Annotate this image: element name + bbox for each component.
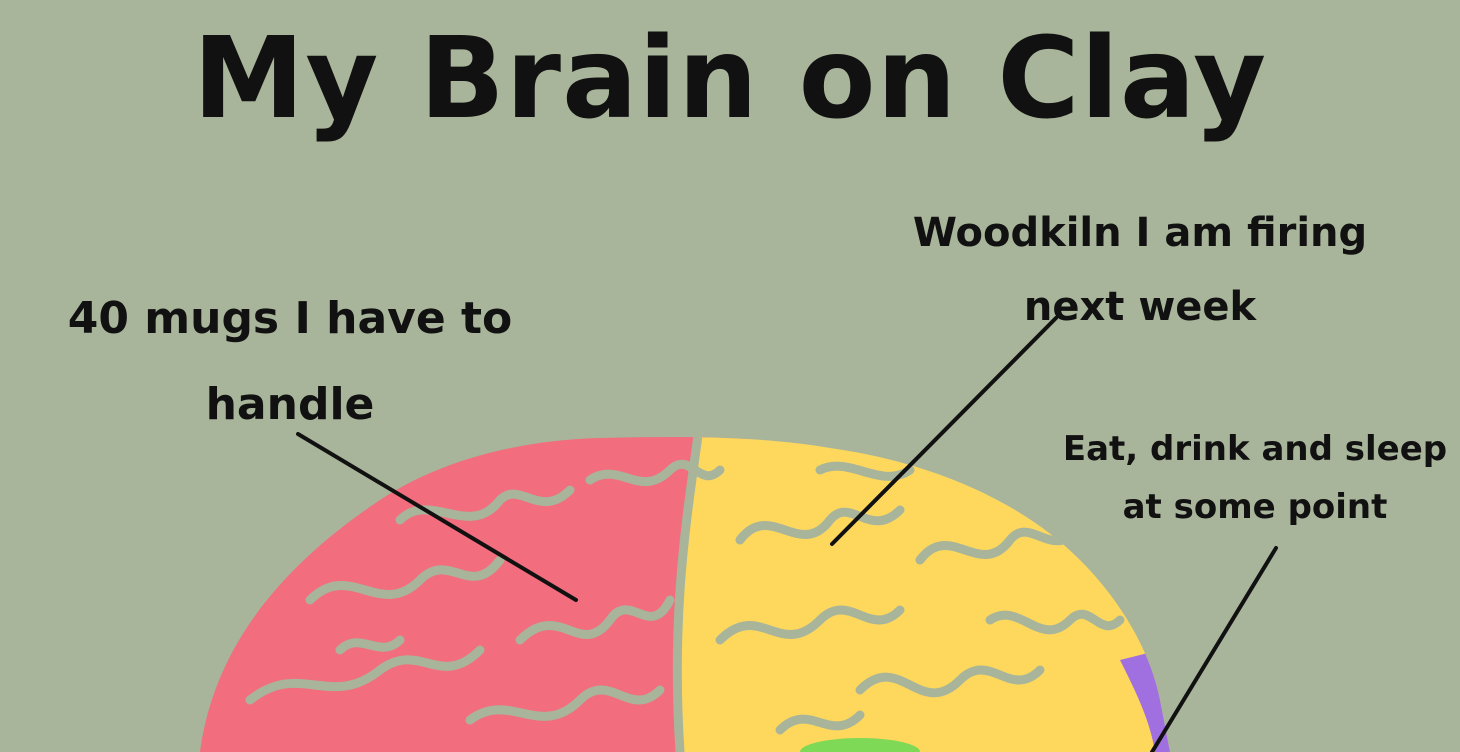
frontal-lobe [200,437,750,752]
temporal-lobe [800,738,920,752]
page-title: My Brain on Clay [192,14,1268,144]
annotation-mugs: 40 mugs I have to handle [67,293,513,430]
pointer-line-mugs [296,432,578,602]
brain-folds [245,437,1125,752]
brain-lobes [200,437,1170,752]
pointer-lines [296,316,1278,752]
annotation-woodkiln: Woodkiln I am firing next week [912,210,1368,330]
pointer-line-woodkiln [830,316,1058,546]
pointer-line-eat [1150,546,1278,752]
annotation-eat: Eat, drink and sleep at some point [1062,429,1448,527]
